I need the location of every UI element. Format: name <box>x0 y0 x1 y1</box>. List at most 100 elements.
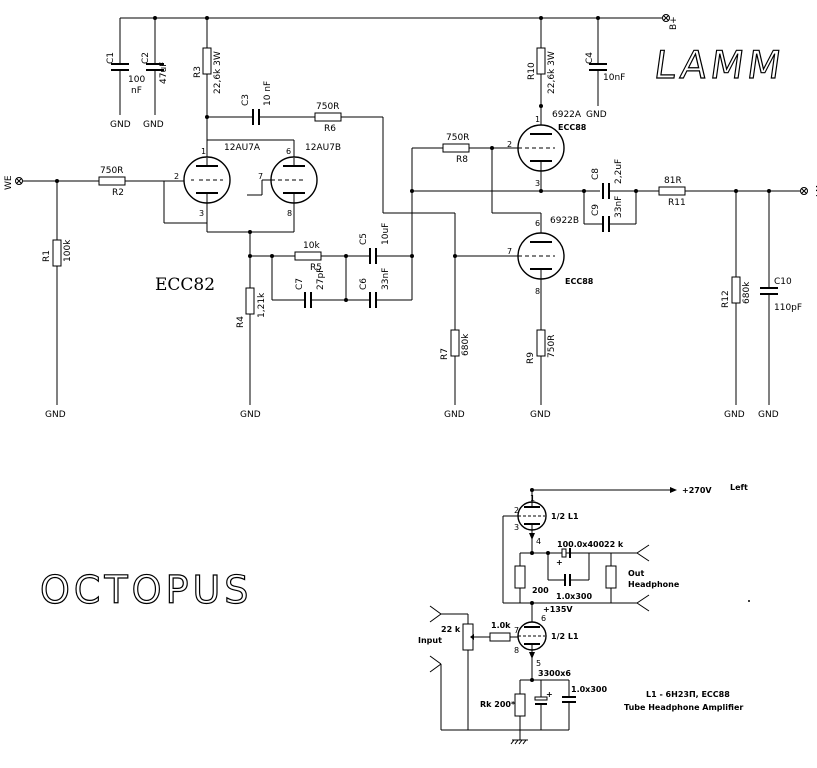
r7-name: R7 <box>440 348 450 360</box>
c7-value: 27pF <box>316 268 326 290</box>
capacitor-c6: C6 33nF <box>346 268 412 308</box>
c3-value: 10 nF <box>263 81 273 106</box>
input-terminal-we <box>15 177 23 185</box>
lamm-schematic: B+ C1 100 nF GND C2 47uF GND <box>4 14 817 420</box>
c1-value-b: nF <box>131 86 142 96</box>
r4-value: 1,21k <box>257 292 267 318</box>
l-pin-8: 8 <box>514 646 519 655</box>
pot-label: 22 k <box>441 625 461 634</box>
r11-value: 81R <box>664 176 682 186</box>
c7-name: C7 <box>295 278 305 290</box>
gnd-c4: GND <box>586 110 607 120</box>
bplus-label: B+ <box>669 16 679 30</box>
tube-upper-half: 1/2 L1 <box>517 490 579 531</box>
r-grid-label: 1.0k <box>491 621 511 630</box>
c1-value-a: 100 <box>128 75 145 85</box>
capacitor-c3: C3 10 nF <box>207 81 315 125</box>
supply-voltage: +270V <box>682 486 712 495</box>
v2b-pin-6: 6 <box>535 219 540 228</box>
capacitor-c5: C5 10uF <box>359 223 412 264</box>
gnd-c1: GND <box>110 120 131 130</box>
input-label-we: WE <box>4 175 14 190</box>
c5-name: C5 <box>359 233 369 245</box>
c4-value: 10nF <box>603 73 625 83</box>
r12-name: R12 <box>721 290 731 308</box>
resistor-r1: R1 100k GND <box>42 181 73 420</box>
c6-value: 33nF <box>381 268 391 290</box>
r4-name: R4 <box>236 316 246 328</box>
resistor-r4: R4 1,21k GND <box>236 287 267 420</box>
v2a-pin-2: 2 <box>507 140 512 149</box>
v1a-pin-2: 2 <box>174 172 179 181</box>
u-pin-3: 3 <box>514 523 519 532</box>
c5-value: 10uF <box>381 223 391 245</box>
r3-value: 22,6k 3W <box>213 51 223 94</box>
r7-value: 680k <box>461 333 471 356</box>
r11-name: R11 <box>668 198 686 208</box>
r10-name: R10 <box>527 62 537 80</box>
tube-6922a: 1 2 3 ECC88 <box>507 115 587 191</box>
v1a-pin-3: 3 <box>199 209 204 218</box>
cbig-plus: + <box>556 558 563 567</box>
c-cath-label: 3300x6 <box>538 669 571 678</box>
gnd-r4: GND <box>240 410 261 420</box>
v1a-pin-1: 1 <box>201 147 206 156</box>
v2a-type: ECC88 <box>558 123 587 132</box>
resistor-r10: R10 22,6k 3W <box>527 18 557 126</box>
v2b-label: 6922B <box>550 216 579 226</box>
capacitor-c1: C1 100 nF GND <box>106 18 145 130</box>
l-pin-5: 5 <box>536 659 541 668</box>
v1b-pin-6: 6 <box>286 147 291 156</box>
c9-name: C9 <box>591 204 601 216</box>
c2-value: 47uF <box>159 62 169 84</box>
c10-name: C10 <box>774 277 792 287</box>
r6-value: 750R <box>316 102 339 112</box>
r5-value: 10k <box>303 241 320 251</box>
r8-value: 750R <box>446 133 469 143</box>
r1-value: 100k <box>63 239 73 262</box>
out-label: Out <box>628 569 644 578</box>
r9-value: 750R <box>547 335 557 358</box>
v1b-pin-8: 8 <box>287 209 292 218</box>
lamm-logo: LAMM <box>652 44 788 88</box>
headphone-label: Headphone <box>628 580 680 589</box>
c2-name: C2 <box>141 52 151 64</box>
v1b-pin-7: 7 <box>258 172 263 181</box>
resistor-r6: 750R R6 <box>314 102 384 213</box>
c-big-label: 100.0x400 <box>557 540 605 549</box>
gnd-c2: GND <box>143 120 164 130</box>
tube-lower-half: 1/2 L1 <box>517 621 579 651</box>
c8-name: C8 <box>591 168 601 180</box>
tube-6922b: 6 7 8 ECC88 <box>507 219 594 330</box>
capacitor-c9: C9 33nF <box>584 196 636 232</box>
ecc82-label: ECC82 <box>155 275 215 295</box>
r5-name: R5 <box>310 263 322 273</box>
l-pin-7: 7 <box>514 626 519 635</box>
c8-value: 2,2uF <box>614 159 624 184</box>
c6-name: C6 <box>359 278 369 290</box>
tube-12au7a: 1 2 3 <box>174 147 231 232</box>
capacitor-c10: C10 110pF GND <box>758 191 802 420</box>
upper-tube-label: 1/2 L1 <box>551 512 579 521</box>
v2b-type: ECC88 <box>565 277 594 286</box>
gnd-r7: GND <box>444 410 465 420</box>
tube-12au7b: 6 7 8 <box>258 147 318 232</box>
v1a-label: 12AU7A <box>224 143 261 153</box>
r3-name: R3 <box>193 66 203 78</box>
caption: Tube Headphone Amplifier <box>624 703 743 712</box>
resistor-r7: R7 680k GND <box>440 256 471 420</box>
octopus-logo: OCTOPUS <box>40 568 252 612</box>
r8-name: R8 <box>456 155 468 165</box>
lower-tube-label: 1/2 L1 <box>551 632 579 641</box>
r6-name: R6 <box>324 124 336 134</box>
resistor-r11: 81R R11 <box>658 176 800 208</box>
gnd-c10: GND <box>758 410 779 420</box>
v1b-label: 12AU7B <box>305 143 341 153</box>
capacitor-c2: C2 47uF GND <box>141 18 169 130</box>
capacitor-c4: C4 10nF GND <box>585 18 625 120</box>
resistor-r2: 750R R2 <box>98 166 184 198</box>
resistor-r12: R12 680k GND <box>721 191 752 420</box>
v2a-pin-1: 1 <box>535 115 540 124</box>
c1-name: C1 <box>106 52 116 64</box>
